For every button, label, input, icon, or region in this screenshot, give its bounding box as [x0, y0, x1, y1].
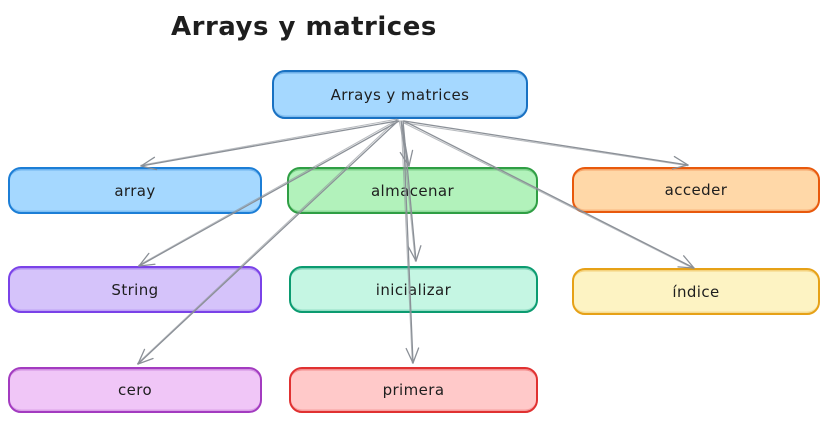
node-label: String [111, 280, 159, 299]
node-label: índice [672, 282, 720, 301]
node-primera[interactable]: primera [289, 367, 538, 413]
node-acceder[interactable]: acceder [572, 167, 820, 213]
node-label: almacenar [370, 181, 455, 200]
node-label: acceder [664, 181, 728, 199]
node-label: cero [117, 381, 153, 399]
arrow-root-to-array [140, 118, 398, 171]
diagram-title: Arrays y matrices [171, 12, 437, 42]
node-almacenar[interactable]: almacenar [287, 167, 538, 214]
node-label: inicializar [375, 280, 452, 299]
node-string[interactable]: String [8, 266, 262, 313]
node-cero[interactable]: cero [8, 367, 262, 413]
arrow-root-to-primera [400, 120, 420, 364]
arrow-root-to-acceder [403, 120, 689, 170]
node-array[interactable]: array [8, 167, 262, 214]
node-label: array [114, 181, 156, 200]
arrow-root-to-cero [136, 119, 399, 365]
node-indice[interactable]: índice [572, 268, 820, 315]
node-inicializar[interactable]: inicializar [289, 266, 538, 313]
node-root[interactable]: Arrays y matrices [272, 70, 528, 119]
node-label: primera [382, 381, 445, 399]
arrow-root-to-almacenar [398, 120, 414, 167]
node-label: Arrays y matrices [330, 85, 470, 104]
